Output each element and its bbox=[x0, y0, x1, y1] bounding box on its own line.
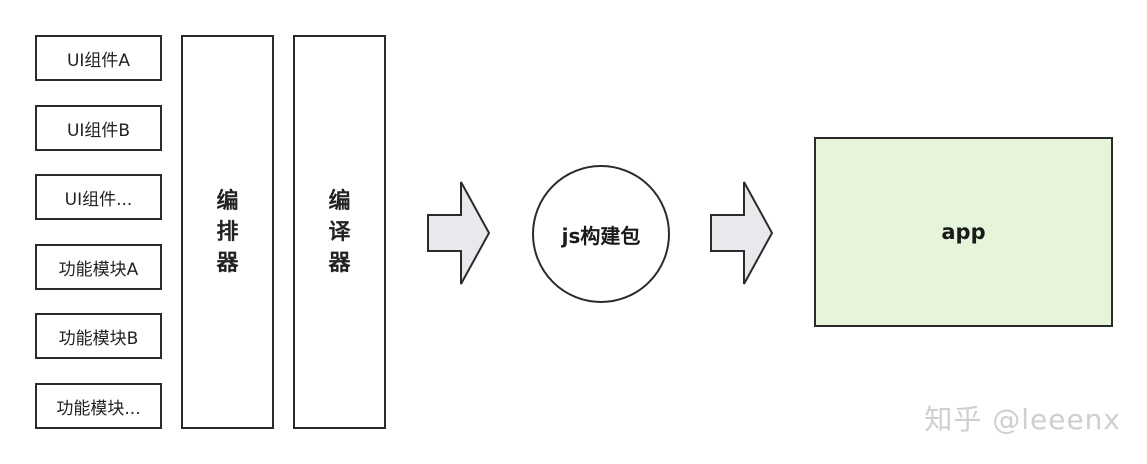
module-label: 功能模块B bbox=[58, 328, 139, 349]
arranger-char: 器 bbox=[216, 250, 239, 276]
compiler-char: 编 bbox=[328, 188, 351, 214]
arranger-char: 排 bbox=[216, 219, 239, 245]
component-box-ui-b: UI组件B bbox=[35, 105, 162, 151]
app-box: app bbox=[814, 137, 1113, 327]
component-box-ui-more: UI组件... bbox=[35, 174, 162, 220]
module-label: 功能模块A bbox=[58, 259, 139, 280]
component-label: UI组件... bbox=[64, 189, 133, 210]
arrow-right-icon bbox=[710, 181, 774, 285]
arrow-right-icon bbox=[427, 181, 491, 285]
app-label: app bbox=[941, 220, 986, 244]
component-box-ui-a: UI组件A bbox=[35, 35, 162, 81]
build-package-label: js构建包 bbox=[561, 223, 641, 248]
arranger-box: 编 排 器 bbox=[181, 35, 274, 429]
module-box-b: 功能模块B bbox=[35, 313, 162, 359]
module-box-more: 功能模块... bbox=[35, 383, 162, 429]
build-package-node: js构建包 bbox=[532, 165, 670, 303]
compiler-char: 器 bbox=[328, 250, 351, 276]
module-box-a: 功能模块A bbox=[35, 244, 162, 290]
compiler-box: 编 译 器 bbox=[293, 35, 386, 429]
component-label: UI组件B bbox=[66, 120, 131, 141]
module-label: 功能模块... bbox=[56, 398, 141, 419]
watermark: 知乎 @leeenx bbox=[924, 403, 1121, 436]
arranger-char: 编 bbox=[216, 188, 239, 214]
component-label: UI组件A bbox=[66, 50, 131, 71]
compiler-char: 译 bbox=[328, 219, 351, 245]
